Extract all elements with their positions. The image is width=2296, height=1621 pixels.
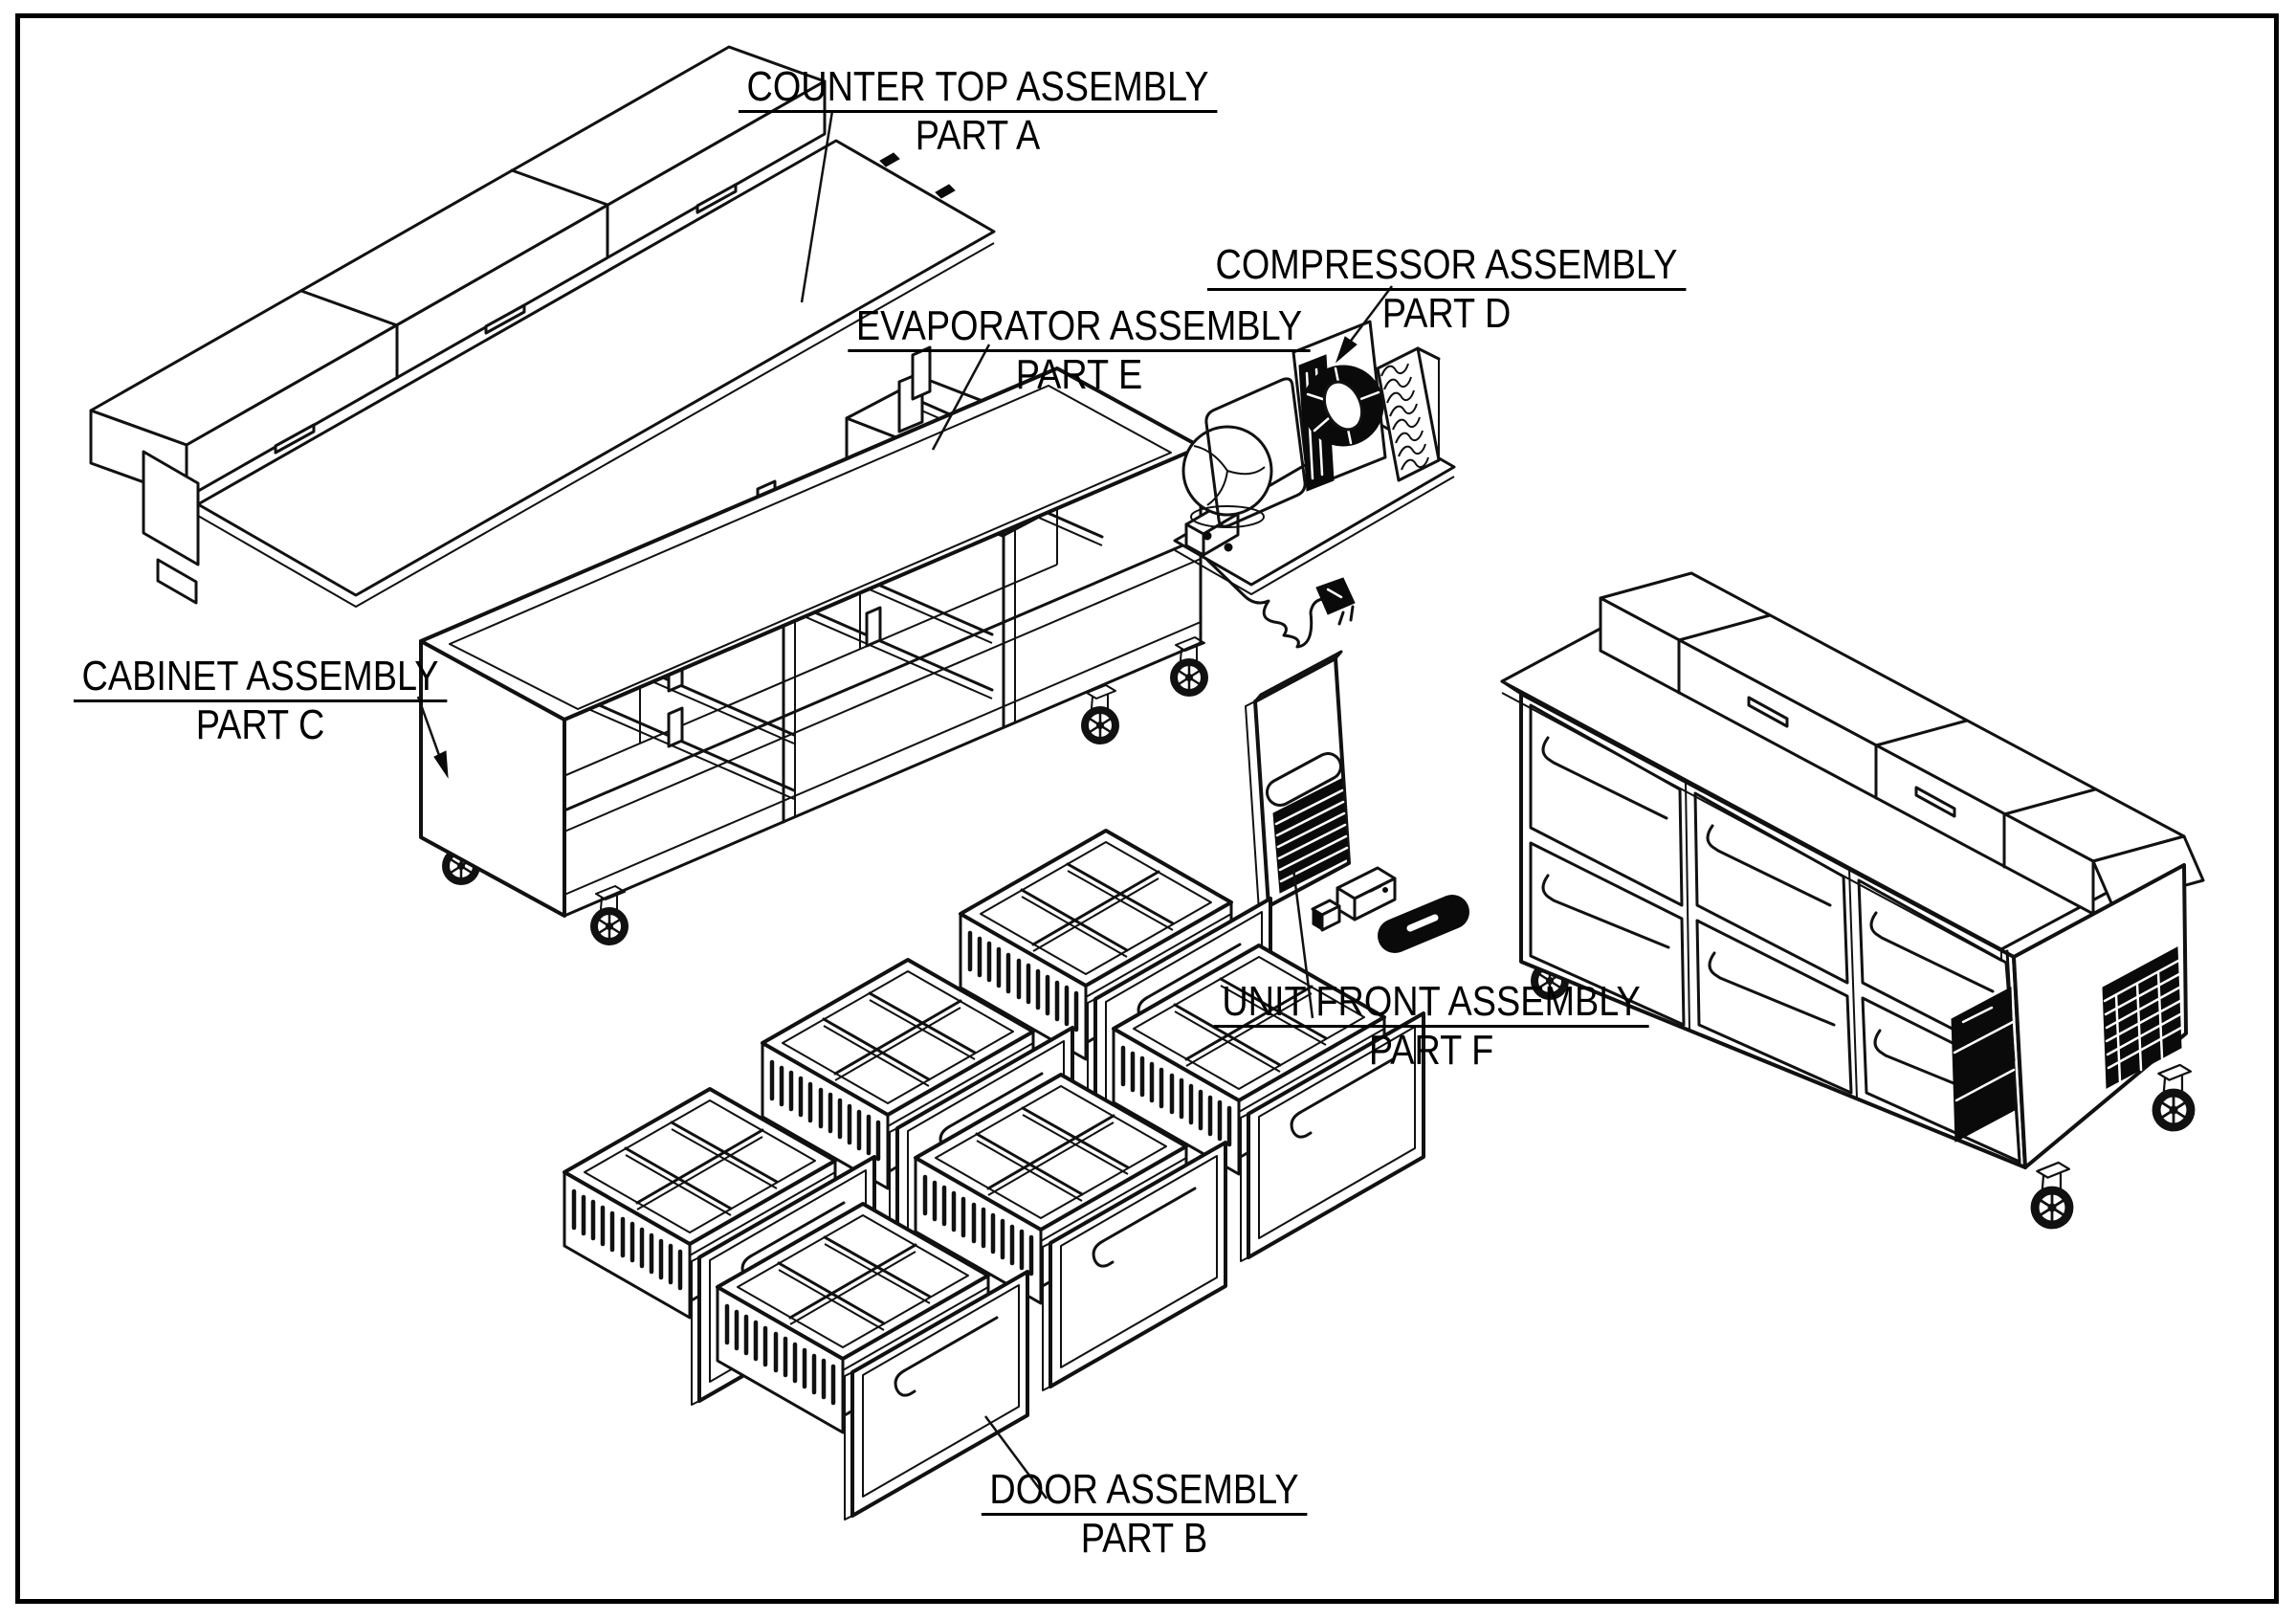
power-cord [1205, 558, 1356, 649]
label-part-e-code: PART E [1015, 351, 1143, 398]
label-part-d-code: PART D [1381, 290, 1512, 337]
board-clip-icon [935, 184, 956, 199]
label-part-c-title: CABINET ASSEMBLY [73, 655, 448, 702]
label-part-c-code: PART C [195, 701, 325, 748]
caster-icon [2151, 1063, 2197, 1133]
label-part-a: COUNTER TOP ASSEMBLY PART A [699, 65, 1256, 159]
leader-arrowhead [1335, 336, 1358, 364]
switch-box [1336, 866, 1397, 922]
leader-lines [416, 110, 1393, 1499]
mounting-bracket [1378, 895, 1469, 953]
lid-handle-icon [484, 303, 526, 335]
leader-arrowhead [433, 750, 449, 779]
leader-part-b [983, 1415, 1049, 1499]
side-grille [2102, 946, 2183, 1089]
compressor-assembly-drawing [1173, 320, 1456, 649]
label-part-d: COMPRESSOR ASSEMBLY PART D [1168, 243, 1725, 337]
lid-handle-icon [695, 183, 738, 214]
leader-part-f [1292, 868, 1314, 1019]
assembled-unit-drawing [1500, 571, 2205, 1231]
drawing-border-frame [15, 13, 2279, 1604]
board-clip-icon [879, 152, 900, 167]
caster-icon [1168, 635, 1210, 699]
label-part-c: CABINET ASSEMBLY PART C [43, 655, 477, 748]
label-part-a-code: PART A [915, 112, 1041, 159]
counter-top-assembly-drawing [89, 45, 996, 608]
label-part-f: UNIT FRONT ASSEMBLY PART F [1179, 980, 1685, 1074]
label-part-f-title: UNIT FRONT ASSEMBLY [1213, 980, 1649, 1028]
lid-handle-icon [274, 423, 316, 455]
label-part-f-code: PART F [1368, 1027, 1494, 1074]
label-part-e: EVAPORATOR ASSEMBLY PART E [810, 304, 1348, 398]
label-part-b: DOOR ASSEMBLY PART B [955, 1468, 1334, 1562]
fan-guard [1204, 377, 1307, 528]
condenser-coil [1376, 346, 1441, 482]
label-part-d-title: COMPRESSOR ASSEMBLY [1206, 243, 1687, 291]
control-panel [1951, 987, 2016, 1143]
power-plug-icon [1315, 577, 1356, 615]
label-part-b-title: DOOR ASSEMBLY [981, 1468, 1308, 1516]
leader-part-a [800, 110, 834, 303]
lid-handle-icon [1914, 786, 1956, 818]
unit-front-assembly-drawing [1245, 650, 1469, 953]
front-grille [1272, 778, 1349, 894]
relay-cube [1311, 899, 1341, 932]
lid-handle-icon [1747, 696, 1789, 728]
label-part-e-title: EVAPORATOR ASSEMBLY [848, 304, 1311, 352]
door-assembly-drawing [564, 831, 1424, 1520]
caster-icon [1079, 683, 1121, 746]
leader-part-e [931, 344, 991, 451]
caster-icon [2029, 1161, 2075, 1231]
label-part-b-code: PART B [1080, 1515, 1208, 1562]
label-part-a-title: COUNTER TOP ASSEMBLY [738, 65, 1218, 113]
